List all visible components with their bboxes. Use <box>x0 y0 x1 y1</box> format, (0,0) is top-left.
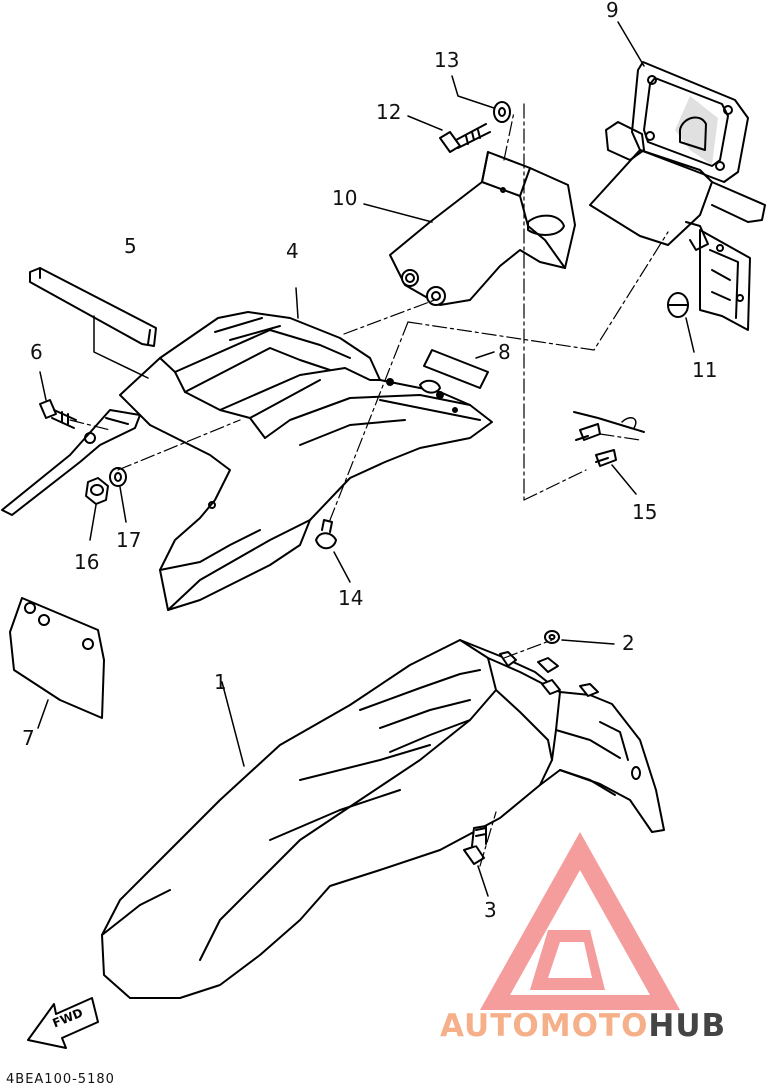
part-11-reflector <box>667 292 695 353</box>
callout-17: 17 <box>116 528 142 552</box>
part-4-rear-fender <box>119 287 493 611</box>
callout-9: 9 <box>606 0 619 22</box>
leader-lines <box>363 21 645 359</box>
callout-16: 16 <box>74 550 100 574</box>
callout-14: 14 <box>338 586 364 610</box>
callout-1: 1 <box>214 670 227 694</box>
callout-11: 11 <box>692 358 718 382</box>
part-5-pad <box>29 267 157 379</box>
callout-7: 7 <box>22 726 35 750</box>
part-17-collar <box>109 467 127 523</box>
callout-2: 2 <box>622 631 635 655</box>
watermark-part-moto: MOTO <box>539 1008 649 1044</box>
part-10-fender-bracket <box>389 151 576 306</box>
callout-3: 3 <box>484 898 497 922</box>
callout-4: 4 <box>286 239 299 263</box>
fwd-arrow-icon <box>27 997 99 1049</box>
part-14-bolt <box>315 519 351 583</box>
callout-13: 13 <box>434 48 460 72</box>
part-13-washer <box>493 101 511 123</box>
callout-5: 5 <box>124 234 137 258</box>
part-16-nut <box>85 477 109 541</box>
callout-15: 15 <box>632 500 658 524</box>
left-mudguard-stay <box>1 409 141 516</box>
part-15-bolts <box>573 411 645 495</box>
part-12-bolt <box>439 123 491 153</box>
callout-12: 12 <box>376 100 402 124</box>
callout-8: 8 <box>498 340 511 364</box>
part-6-bolt <box>39 371 77 429</box>
alignment-lines <box>69 103 669 867</box>
callout-10: 10 <box>332 186 358 210</box>
part-2-washer <box>544 630 615 645</box>
part-1-front-fender <box>101 639 665 999</box>
callout-6: 6 <box>30 340 43 364</box>
part-9-plate-bracket <box>589 61 766 331</box>
watermark-part-auto: AUTO <box>440 1008 540 1044</box>
watermark-part-hub: HUB <box>648 1008 727 1044</box>
part-7-side-plate <box>9 597 105 729</box>
watermark-logo-mark <box>480 832 680 1010</box>
part-8-label <box>423 349 489 389</box>
watermark-wordmark: AUTOMOTOHUB <box>440 1008 726 1044</box>
part-3-bolt <box>463 825 489 897</box>
diagram-part-code: 4BEA100-5180 <box>6 1072 115 1087</box>
